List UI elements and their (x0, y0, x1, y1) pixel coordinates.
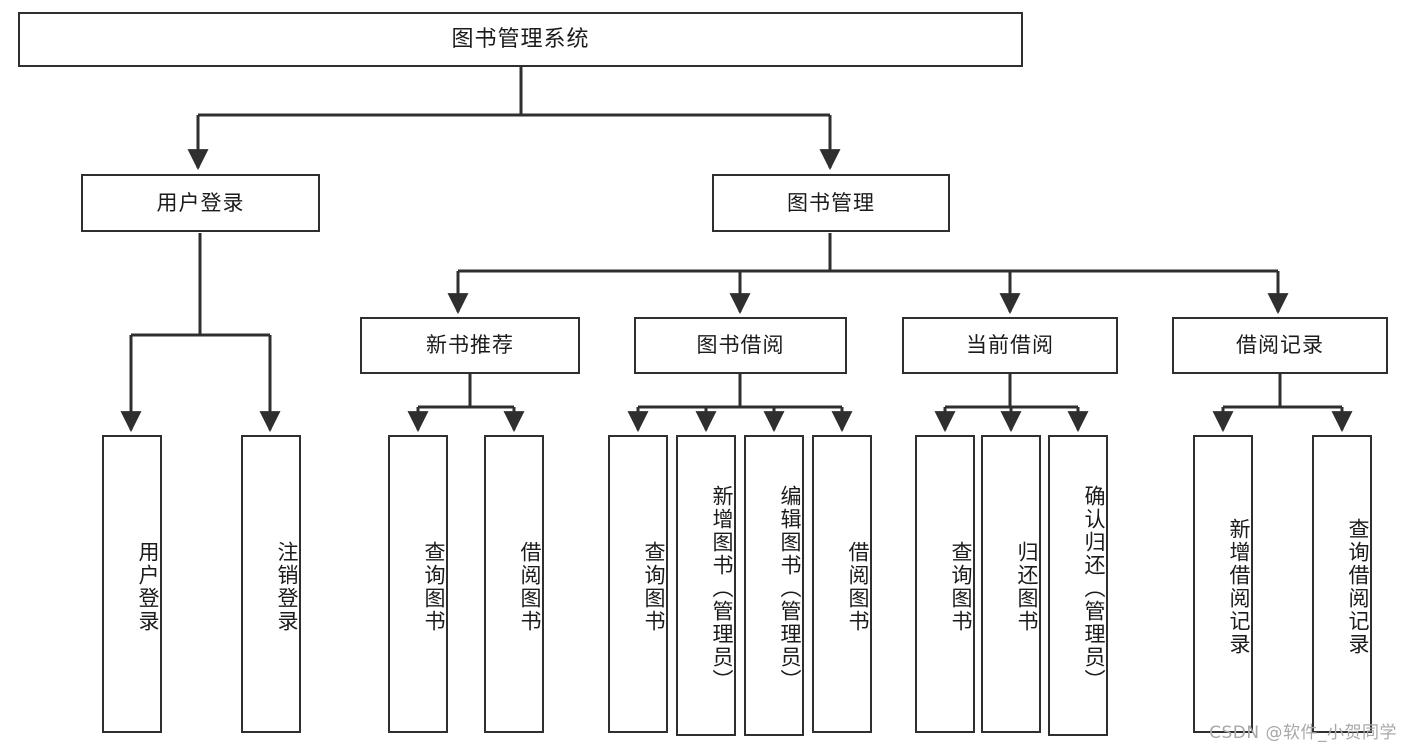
node-new-book-recommend[interactable]: 新书推荐 (360, 317, 580, 374)
node-label: 图书管理系统 (451, 26, 590, 52)
node-label: 查询借阅记录 (1346, 518, 1370, 656)
node-root-system[interactable]: 图书管理系统 (18, 12, 1023, 67)
csdn-watermark: CSDN @软件_小贺同学 (1209, 723, 1397, 743)
node-label: 归还图书 (1015, 541, 1039, 633)
node-label: 借阅图书 (518, 541, 542, 633)
node-label: 当前借阅 (966, 333, 1054, 358)
node-user-login[interactable]: 用户登录 (81, 174, 320, 232)
leaf-newbook-query-book[interactable]: 查询图书 (388, 435, 448, 733)
node-label: 借阅图书 (846, 541, 870, 633)
leaf-borrow-add-book-admin[interactable]: 新增图书（管理员） (676, 435, 736, 736)
node-label: 图书借阅 (696, 333, 785, 358)
node-label: 确认归还（管理员） (1082, 485, 1106, 692)
node-current-borrow[interactable]: 当前借阅 (902, 317, 1118, 374)
leaf-current-return-book[interactable]: 归还图书 (981, 435, 1041, 733)
node-label: 查询图书 (642, 541, 666, 633)
node-label: 查询图书 (949, 541, 973, 633)
node-label: 借阅记录 (1236, 333, 1324, 358)
leaf-logout[interactable]: 注销登录 (241, 435, 301, 733)
node-book-borrow[interactable]: 图书借阅 (634, 317, 847, 374)
leaf-borrow-query-book[interactable]: 查询图书 (608, 435, 668, 733)
leaf-current-query-book[interactable]: 查询图书 (915, 435, 975, 733)
node-label: 查询图书 (422, 541, 446, 633)
leaf-user-login[interactable]: 用户登录 (102, 435, 162, 733)
leaf-record-add-record[interactable]: 新增借阅记录 (1193, 435, 1253, 733)
node-label: 用户登录 (136, 541, 160, 633)
leaf-record-query-record[interactable]: 查询借阅记录 (1312, 435, 1372, 733)
node-label: 编辑图书（管理员） (778, 485, 802, 692)
node-book-management[interactable]: 图书管理 (712, 174, 950, 232)
leaf-borrow-borrow-book[interactable]: 借阅图书 (812, 435, 872, 733)
node-borrow-record[interactable]: 借阅记录 (1172, 317, 1388, 374)
leaf-borrow-edit-book-admin[interactable]: 编辑图书（管理员） (744, 435, 804, 736)
leaf-current-confirm-return-admin[interactable]: 确认归还（管理员） (1048, 435, 1108, 736)
leaf-newbook-borrow-book[interactable]: 借阅图书 (484, 435, 544, 733)
node-label: 注销登录 (275, 541, 299, 633)
node-label: 新增借阅记录 (1227, 518, 1251, 656)
node-label: 用户登录 (156, 190, 245, 215)
node-label: 新增图书（管理员） (710, 485, 734, 692)
node-label: 新书推荐 (426, 333, 514, 358)
node-label: 图书管理 (787, 190, 875, 215)
